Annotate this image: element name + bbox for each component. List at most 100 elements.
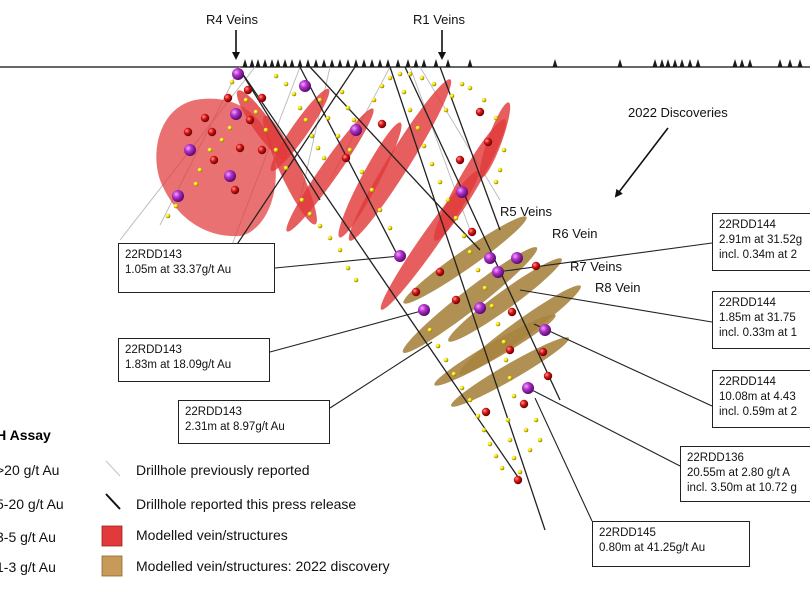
assay-1-3-sphere bbox=[263, 127, 269, 133]
tree-icon bbox=[433, 59, 439, 67]
legend-assay-5-20: 5-20 g/t Au bbox=[0, 496, 64, 512]
assay-1-3-sphere bbox=[517, 469, 523, 475]
tree-icon bbox=[337, 59, 343, 67]
tree-icon bbox=[665, 59, 671, 67]
assay-1-3-sphere bbox=[503, 357, 509, 363]
assay-1-3-sphere bbox=[487, 441, 493, 447]
assay-1-3-sphere bbox=[427, 327, 433, 333]
assay-1-3-sphere bbox=[371, 97, 377, 103]
assay-1-3-sphere bbox=[297, 105, 303, 111]
tree-icon bbox=[377, 59, 383, 67]
callout-line2: incl. 0.33m at 1 bbox=[719, 327, 797, 339]
legend-symbols bbox=[101, 460, 123, 577]
assay-5-20-sphere bbox=[513, 475, 523, 485]
callout-hole: 22RDD143 bbox=[125, 249, 182, 261]
callout-hole: 22RDD143 bbox=[125, 344, 182, 356]
assay-1-3-sphere bbox=[481, 97, 487, 103]
assay-1-3-sphere bbox=[317, 223, 323, 229]
callout-hole: 22RDD144 bbox=[719, 297, 776, 309]
assay-1-3-sphere bbox=[482, 285, 488, 291]
tree-icon bbox=[395, 59, 401, 67]
legend-assay-1-3: 1-3 g/t Au bbox=[0, 559, 56, 575]
assay-5-20-sphere bbox=[543, 371, 553, 381]
assay-1-3-sphere bbox=[227, 125, 233, 131]
discoveries-arrow bbox=[614, 127, 669, 198]
callout-line1: 1.83m at 18.09g/t Au bbox=[125, 359, 232, 371]
assay-5-20-sphere bbox=[223, 93, 233, 103]
assay-1-3-sphere bbox=[321, 155, 327, 161]
legend-assay-label: >20 g/t Au bbox=[0, 462, 60, 478]
assay-1-3-sphere bbox=[327, 235, 333, 241]
assay-1-3-sphere bbox=[229, 79, 235, 85]
assay-1-3-sphere bbox=[495, 321, 501, 327]
tree-icon bbox=[282, 59, 288, 67]
assay-5-20-sphere bbox=[207, 127, 217, 137]
tree-icon bbox=[329, 59, 335, 67]
tree-icon bbox=[552, 59, 558, 67]
assay-1-3-sphere bbox=[339, 89, 345, 95]
assay-1-3-sphere bbox=[523, 427, 529, 433]
legend-assay-spheres bbox=[0, 458, 4, 578]
assay-gt20-sphere bbox=[474, 302, 486, 314]
label-r8-vein: R8 Vein bbox=[595, 280, 641, 295]
assay-5-20-sphere bbox=[483, 137, 493, 147]
legend-assay-label: 3-5 g/t Au bbox=[0, 529, 56, 545]
callout-hole: 22RDD145 bbox=[599, 527, 656, 539]
assay-1-3-sphere bbox=[449, 93, 455, 99]
assay-1-3-sphere bbox=[291, 91, 297, 97]
assay-1-3-sphere bbox=[335, 133, 341, 139]
assay-1-3-sphere bbox=[415, 125, 421, 131]
callout-hole: 22RDD144 bbox=[719, 376, 776, 388]
tree-icon bbox=[467, 59, 473, 67]
assay-1-3-sphere bbox=[475, 267, 481, 273]
assay-gt20-sphere bbox=[484, 252, 496, 264]
assay-5-20-sphere bbox=[475, 107, 485, 117]
assay-gt20-sphere bbox=[230, 108, 242, 120]
assay-1-3-sphere bbox=[283, 81, 289, 87]
assay-1-3-sphere bbox=[493, 115, 499, 121]
assay-1-3-sphere bbox=[421, 143, 427, 149]
label-r1-veins: R1 Veins bbox=[413, 12, 466, 27]
tree-icon bbox=[617, 59, 623, 67]
assay-1-3-sphere bbox=[369, 187, 375, 193]
assay-1-3-sphere bbox=[493, 179, 499, 185]
assay-1-3-sphere bbox=[345, 105, 351, 111]
assay-gt20-sphere bbox=[350, 124, 362, 136]
callout-line1: 1.85m at 31.75 bbox=[719, 312, 796, 324]
tree-icon bbox=[747, 59, 753, 67]
legend-vein-modelled: Modelled vein/structures bbox=[136, 527, 288, 543]
assay-1-3-sphere bbox=[443, 357, 449, 363]
label-r5-veins: R5 Veins bbox=[500, 204, 553, 219]
legend-drill-reported: Drillhole reported this press release bbox=[136, 496, 357, 512]
assay-5-20-sphere bbox=[377, 119, 387, 129]
assay-1-3-sphere bbox=[481, 427, 487, 433]
assay-1-3-sphere bbox=[507, 437, 513, 443]
assay-1-3-sphere bbox=[345, 265, 351, 271]
assay-5-20-sphere bbox=[435, 267, 445, 277]
tree-icon bbox=[369, 59, 375, 67]
assay-5-20-sphere bbox=[538, 347, 548, 357]
assay-1-3-sphere bbox=[165, 213, 171, 219]
legend-assay-label: 1-3 g/t Au bbox=[0, 559, 56, 575]
assay-1-3-sphere bbox=[273, 73, 279, 79]
assay-1-3-sphere bbox=[499, 465, 505, 471]
callout-line2: incl. 3.50m at 10.72 g bbox=[687, 482, 797, 494]
assay-gt20-sphere bbox=[224, 170, 236, 182]
callout-22rdd143-c: 22RDD143 2.31m at 8.97g/t Au bbox=[178, 400, 330, 444]
assay-1-3-sphere bbox=[451, 371, 457, 377]
assay-1-3-sphere bbox=[219, 137, 225, 143]
assay-1-3-sphere bbox=[501, 339, 507, 345]
callout-line2: incl. 0.59m at 2 bbox=[719, 406, 797, 418]
assay-gt20-sphere bbox=[299, 80, 311, 92]
assay-gt20-sphere bbox=[511, 252, 523, 264]
assay-spheres bbox=[165, 68, 553, 485]
tree-icon bbox=[739, 59, 745, 67]
assay-1-3-sphere bbox=[459, 385, 465, 391]
assay-5-20-sphere bbox=[257, 145, 267, 155]
assay-1-3-sphere bbox=[505, 417, 511, 423]
assay-1-3-sphere bbox=[173, 203, 179, 209]
tree-icon bbox=[659, 59, 665, 67]
assay-gt20-sphere bbox=[418, 304, 430, 316]
tree-icon bbox=[361, 59, 367, 67]
label-r6-vein: R6 Vein bbox=[552, 226, 598, 241]
